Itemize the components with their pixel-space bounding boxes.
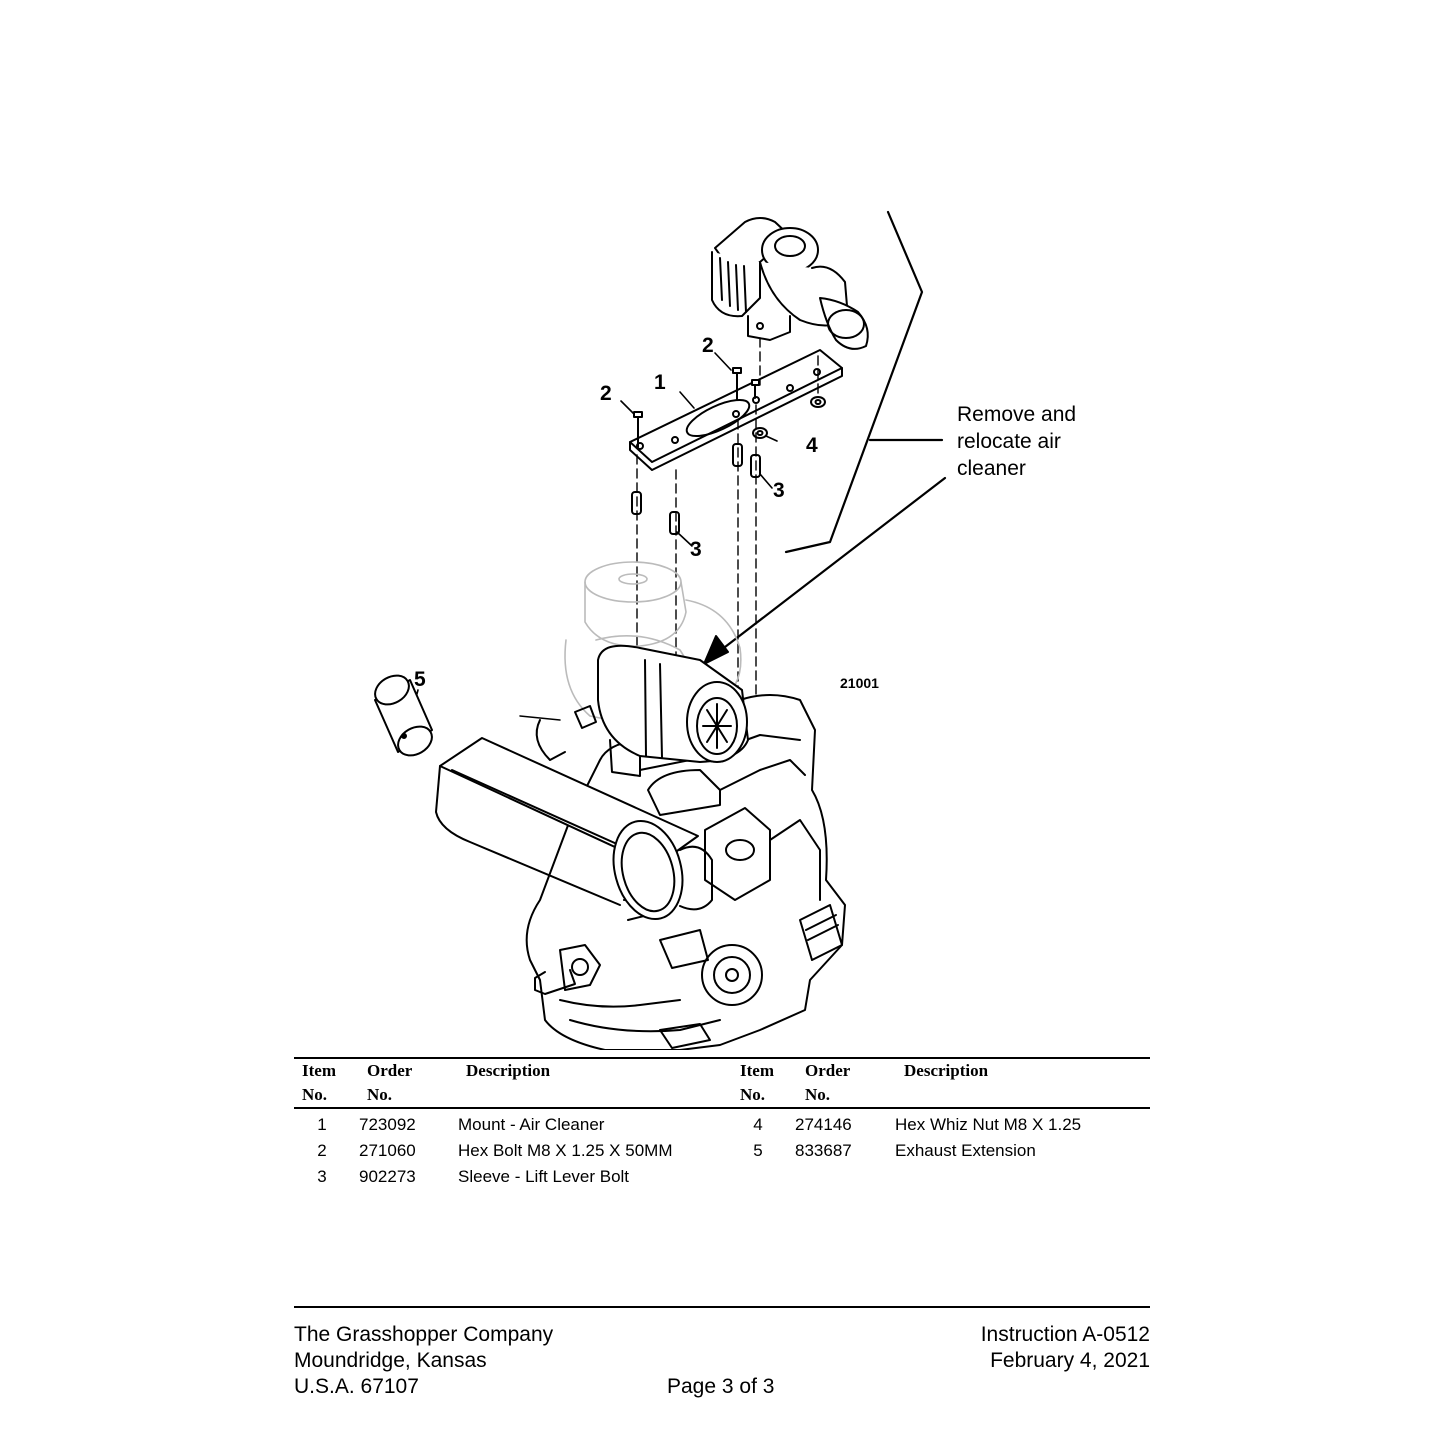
note-line-1: Remove and: [957, 403, 1076, 426]
note-bracket: [710, 210, 947, 659]
note-line-3: cleaner: [957, 457, 1026, 480]
row-description: Exhaust Extension: [895, 1141, 1036, 1160]
row-item: 3: [317, 1167, 327, 1186]
mounting-plate: [629, 349, 843, 471]
bolts: [633, 367, 760, 448]
footer-company: The Grasshopper Company: [294, 1323, 554, 1346]
arrow-head: [703, 635, 729, 665]
table-rule-mid: [294, 1107, 1150, 1109]
row-order: 723092: [359, 1115, 416, 1134]
footer-country: U.S.A. 67107: [294, 1375, 419, 1398]
air-cleaner-top: [711, 217, 869, 350]
muffler: [435, 737, 713, 921]
footer-rule: [294, 1306, 1150, 1308]
figure-number: 21001: [840, 675, 879, 691]
footer-page-number: Page 3 of 3: [667, 1375, 775, 1398]
row-order: 833687: [795, 1141, 852, 1160]
row-order: 271060: [359, 1141, 416, 1160]
page-footer: The Grasshopper Company Moundridge, Kans…: [294, 1306, 1150, 1406]
row-order: 274146: [795, 1115, 852, 1134]
callout-2a: 2: [600, 382, 612, 405]
callout-2b: 2: [702, 334, 714, 357]
exploded-view-diagram: 1 2 2 3 3 4 5 Remove and relocate air cl…: [374, 210, 1076, 1050]
engine-air-cleaner: [597, 644, 749, 777]
row-description: Sleeve - Lift Lever Bolt: [458, 1167, 630, 1186]
row-description: Mount - Air Cleaner: [458, 1115, 605, 1134]
callout-5: 5: [414, 668, 426, 691]
table-rule-top: [294, 1057, 1150, 1059]
callout-3b: 3: [690, 538, 702, 561]
row-description: Hex Whiz Nut M8 X 1.25: [895, 1115, 1082, 1134]
nuts: [752, 396, 826, 439]
row-item: 1: [317, 1115, 327, 1134]
callout-4: 4: [806, 434, 818, 457]
footer-city: Moundridge, Kansas: [294, 1349, 487, 1372]
row-item: 5: [753, 1141, 763, 1160]
exhaust-extension: [374, 674, 433, 757]
header-description-right: Description: [904, 1061, 989, 1080]
header-description-left: Description: [466, 1061, 551, 1080]
callout-1: 1: [654, 371, 666, 394]
callout-3a: 3: [773, 479, 785, 502]
footer-instruction: Instruction A-0512: [980, 1323, 1150, 1346]
footer-date: February 4, 2021: [990, 1349, 1150, 1372]
row-item: 2: [317, 1141, 327, 1160]
row-description: Hex Bolt M8 X 1.25 X 50MM: [458, 1141, 673, 1160]
row-order: 902273: [359, 1167, 416, 1186]
note-line-2: relocate air: [957, 430, 1061, 453]
row-item: 4: [753, 1115, 763, 1134]
